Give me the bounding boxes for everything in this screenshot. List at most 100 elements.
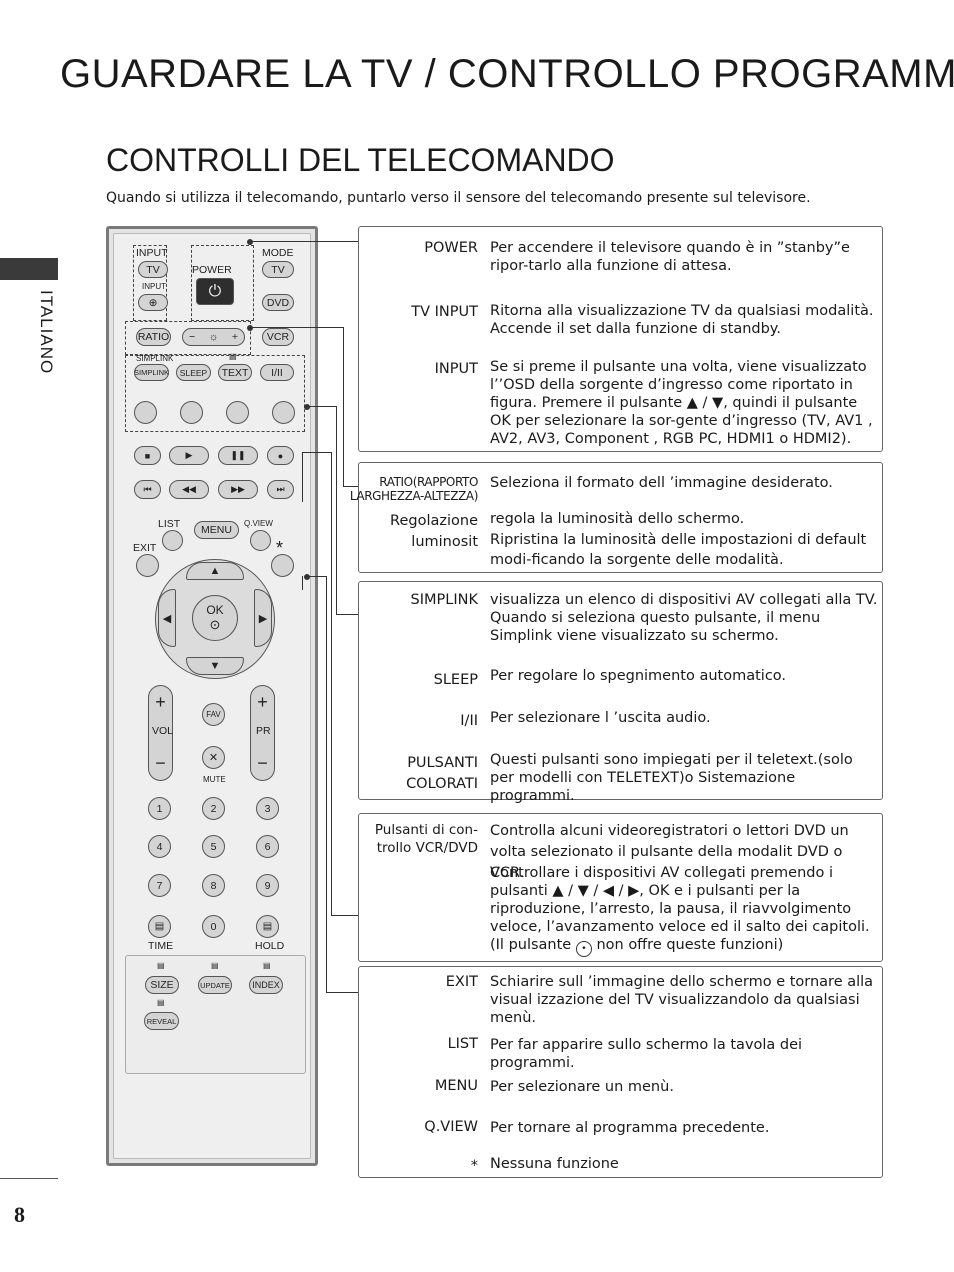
left-button[interactable]: ◀ <box>158 589 176 647</box>
index-button[interactable]: INDEX <box>249 976 283 994</box>
index-icon: ▤ <box>263 961 271 970</box>
digit-2-button[interactable]: 2 <box>202 797 225 820</box>
rewind-button[interactable]: ◀◀ <box>169 480 209 499</box>
hold-label: HOLD <box>255 940 285 952</box>
play-button[interactable]: ▶ <box>169 446 209 465</box>
star-label: * <box>276 538 284 558</box>
program-up-icon: + <box>257 692 268 712</box>
language-label-text: ITALIANO <box>37 290 56 375</box>
ok-button[interactable]: OK ⊙ <box>192 595 238 641</box>
hold-button[interactable]: ▤ <box>256 915 279 938</box>
list-button[interactable] <box>162 530 183 551</box>
skip-forward-button[interactable]: ⏭ <box>267 480 294 499</box>
audio-term: I/II <box>460 713 478 729</box>
brightness-desc-2: Ripristina la luminosità delle impostazi… <box>490 532 867 568</box>
mode-tv-button[interactable]: TV <box>262 261 294 278</box>
reveal-icon: ▤ <box>157 998 165 1007</box>
digit-3-button[interactable]: 3 <box>256 797 279 820</box>
star-desc: Nessuna funzione <box>490 1156 619 1172</box>
tv-input-button[interactable]: TV <box>138 261 168 278</box>
record-button[interactable]: ● <box>267 446 294 465</box>
mode-label: MODE <box>262 247 294 259</box>
fav-button[interactable]: FAV <box>202 703 225 726</box>
vcr-term-2: trollo VCR/DVD <box>376 840 478 856</box>
callout-line-ratio-h <box>250 327 344 328</box>
digit-8-button[interactable]: 8 <box>202 874 225 897</box>
list-desc: Per far apparire sullo schermo la tavola… <box>490 1037 803 1071</box>
exit-button[interactable] <box>136 554 159 577</box>
menu-button[interactable]: MENU <box>194 521 239 539</box>
program-rocker[interactable]: + − <box>250 685 275 781</box>
callout-bracket-vcr <box>302 452 303 502</box>
callout-box-simplink: SIMPLINK visualizza un elenco di disposi… <box>358 581 883 804</box>
callout-box-ratio: RATIO(RAPPORTO LARGHEZZA-ALTEZZA) Selezi… <box>350 462 883 573</box>
time-label: TIME <box>148 940 174 952</box>
callout-line-vcr-h <box>302 452 332 453</box>
sleep-button[interactable]: SLEEP <box>176 364 211 381</box>
mode-vcr-button[interactable]: VCR <box>262 328 294 346</box>
color-green-button[interactable] <box>180 401 203 424</box>
brightness-rocker[interactable]: − ☼ + <box>182 328 245 346</box>
sleep-desc: Per regolare lo spegnimento automatico. <box>490 668 787 684</box>
ratio-button[interactable]: RATIO <box>136 328 171 346</box>
digit-7-button[interactable]: 7 <box>148 874 171 897</box>
power-desc: Per accendere il televisore quando è in … <box>490 240 850 274</box>
skip-back-button[interactable]: ⏮ <box>134 480 161 499</box>
volume-rocker[interactable]: + − <box>148 685 173 781</box>
mute-button[interactable]: ✕ <box>202 746 225 769</box>
input-button[interactable]: ⊕ <box>138 294 168 311</box>
digit-6-button[interactable]: 6 <box>256 835 279 858</box>
digit-9-button[interactable]: 9 <box>256 874 279 897</box>
digit-1-button[interactable]: 1 <box>148 797 171 820</box>
star-button[interactable] <box>271 554 294 577</box>
mute-label: MUTE <box>203 775 226 784</box>
fast-forward-icon: ▶▶ <box>231 484 245 494</box>
vcr-desc-3: (Il pulsante • non offre queste funzioni… <box>490 936 880 957</box>
stop-icon: ■ <box>144 450 151 461</box>
digit-4-button[interactable]: 4 <box>148 835 171 858</box>
reveal-button[interactable]: REVEAL <box>144 1012 179 1030</box>
vcr-desc-3-end: non offre queste funzioni) <box>596 937 784 953</box>
callout-line-vcr-end <box>331 915 358 916</box>
teletext-hold-icon: ▤ <box>262 921 273 932</box>
color-red-button[interactable] <box>134 401 157 424</box>
page-number-rule <box>0 1178 58 1179</box>
update-button[interactable]: UPDATE <box>198 976 232 994</box>
callout-line-ratio-v <box>343 327 344 487</box>
page-number: 8 <box>14 1202 25 1227</box>
audio-desc: Per selezionare l ’uscita audio. <box>490 710 711 726</box>
power-button[interactable]: ⏻ <box>196 278 234 305</box>
pause-button[interactable]: ❚❚ <box>218 446 258 465</box>
menu-term: MENU <box>434 1078 478 1094</box>
tv-input-term: TV INPUT <box>411 304 478 320</box>
text-button[interactable]: TEXT <box>218 364 252 381</box>
time-button[interactable]: ▤ <box>148 915 171 938</box>
program-down-icon: − <box>257 753 268 773</box>
skip-back-icon: ⏮ <box>143 484 152 494</box>
page-title: GUARDARE LA TV / CONTROLLO PROGRAMMI <box>60 52 954 96</box>
color-yellow-button[interactable] <box>226 401 249 424</box>
section-title: CONTROLLI DEL TELECOMANDO <box>106 142 615 178</box>
size-button[interactable]: SIZE <box>145 976 179 994</box>
brightness-term-2: luminosit <box>411 534 478 550</box>
callout-line-power <box>250 241 358 242</box>
fast-forward-button[interactable]: ▶▶ <box>218 480 258 499</box>
list-term: LIST <box>447 1036 478 1052</box>
mode-dvd-button[interactable]: DVD <box>262 294 294 311</box>
down-button[interactable]: ▼ <box>186 657 244 675</box>
qview-button[interactable] <box>250 530 271 551</box>
digit-5-button[interactable]: 5 <box>202 835 225 858</box>
right-button[interactable]: ▶ <box>254 589 272 647</box>
qview-label: Q.VIEW <box>244 519 273 528</box>
digit-0-button[interactable]: 0 <box>202 915 225 938</box>
stop-button[interactable]: ■ <box>134 446 161 465</box>
simplink-button[interactable]: SIMPLINK <box>134 364 169 381</box>
up-button[interactable]: ▲ <box>186 562 244 580</box>
vol-label: VOL <box>152 725 174 737</box>
exit-desc: Schiarire sull ’immagine dello schermo e… <box>490 974 874 1026</box>
ok-target-icon: ⊙ <box>209 617 221 632</box>
pr-label: PR <box>256 725 271 737</box>
color-blue-button[interactable] <box>272 401 295 424</box>
audio-i-ii-button[interactable]: I/II <box>260 364 294 381</box>
callout-line-simplink-h <box>307 406 337 407</box>
